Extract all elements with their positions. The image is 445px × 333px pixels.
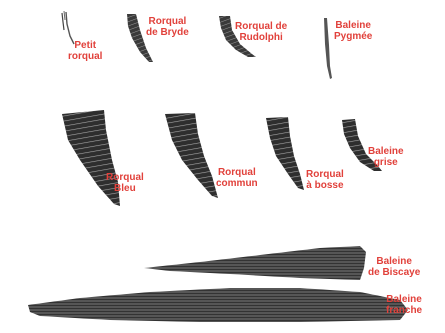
label-line: Rorqual: [306, 169, 344, 180]
label-petit-rorqual: Petit rorqual: [68, 40, 102, 62]
label-line: de Bryde: [146, 27, 189, 38]
label-line: Rudolphi: [235, 32, 287, 43]
label-line: rorqual: [68, 51, 102, 62]
label-baleine-franche: Baleine franche: [386, 294, 422, 316]
label-baleine-grise: Baleine grise: [368, 146, 404, 168]
label-line: Rorqual: [106, 172, 144, 183]
rorqual-commun-baleen: [165, 113, 218, 198]
label-line: commun: [216, 178, 258, 189]
label-line: Pygmée: [334, 31, 372, 42]
label-line: Rorqual: [216, 167, 258, 178]
label-line: Rorqual: [146, 16, 189, 27]
baleine-de-biscaye-baleen: [144, 246, 366, 280]
label-rorqual-de-bryde: Rorqual de Bryde: [146, 16, 189, 38]
label-rorqual-a-bosse: Rorqual à bosse: [306, 169, 344, 191]
label-line: Baleine: [386, 294, 422, 305]
label-rorqual-de-rudolphi: Rorqual de Rudolphi: [235, 21, 287, 43]
label-line: Petit: [68, 40, 102, 51]
label-line: Bleu: [106, 183, 144, 194]
baleine-franche-baleen: [28, 288, 408, 322]
label-line: Baleine: [368, 256, 420, 267]
label-rorqual-commun: Rorqual commun: [216, 167, 258, 189]
label-baleine-de-biscaye: Baleine de Biscaye: [368, 256, 420, 278]
rorqual-a-bosse-baleen: [266, 117, 304, 190]
label-line: de Biscaye: [368, 267, 420, 278]
label-line: Rorqual de: [235, 21, 287, 32]
label-line: Baleine: [368, 146, 404, 157]
label-baleine-pygmee: Baleine Pygmée: [334, 20, 372, 42]
label-line: Baleine: [334, 20, 372, 31]
baleine-pygmee-baleen: [324, 18, 332, 79]
label-line: à bosse: [306, 180, 344, 191]
label-line: franche: [386, 305, 422, 316]
label-line: grise: [368, 157, 404, 168]
label-rorqual-bleu: Rorqual Bleu: [106, 172, 144, 194]
